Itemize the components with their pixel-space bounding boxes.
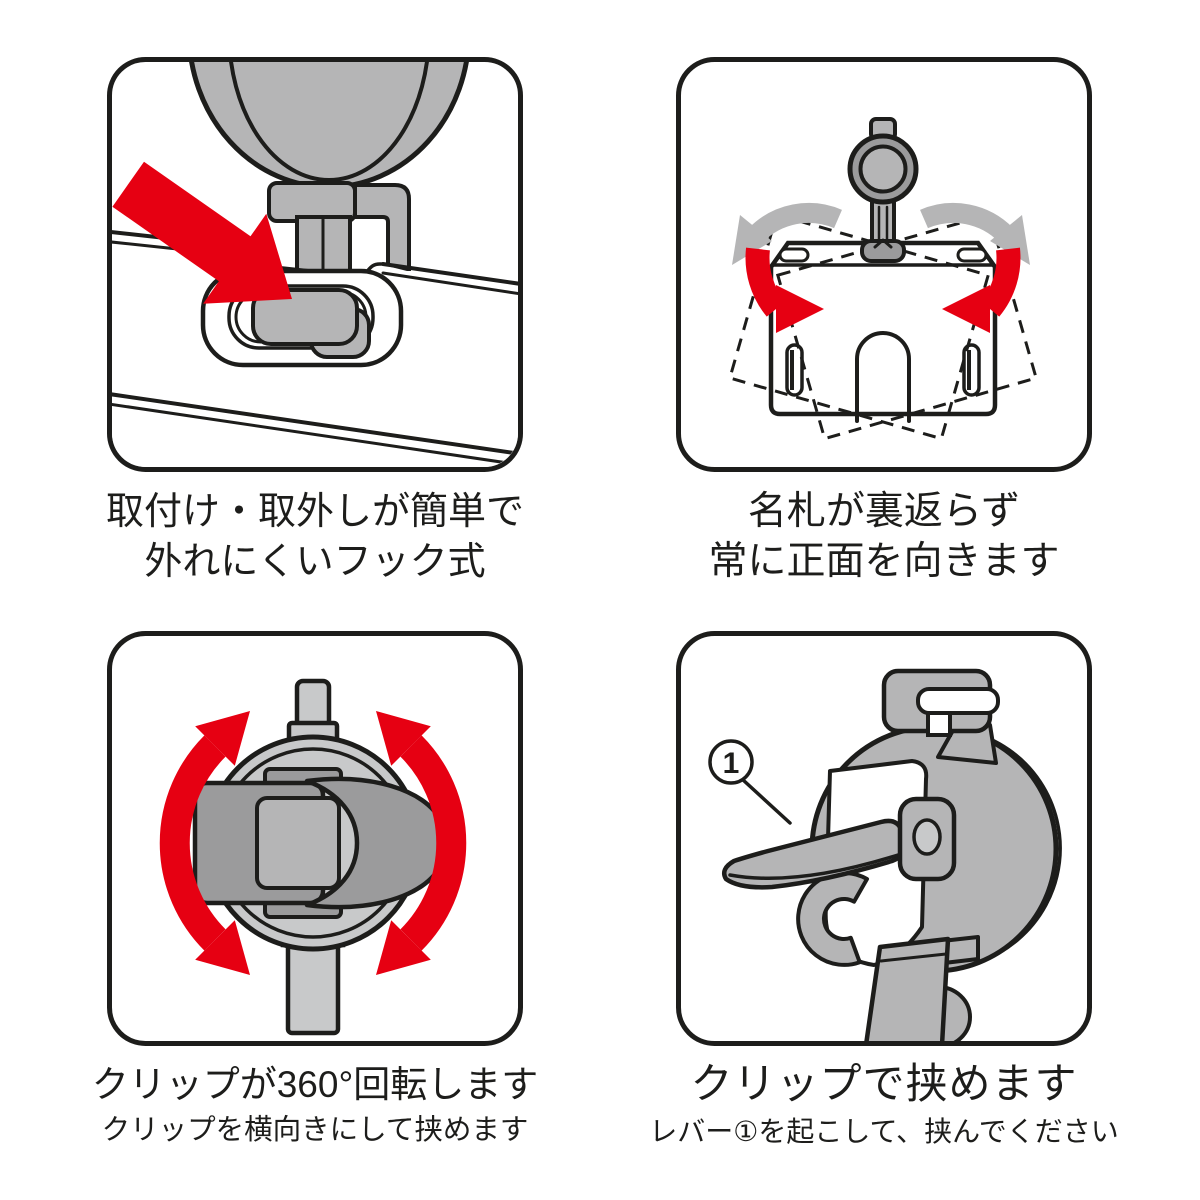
clip-top-view-icon [192,767,448,919]
red-return-arrows [745,247,1021,333]
swivel-button-icon [847,117,919,263]
lever-icon [722,796,957,890]
panel-hook-illustration [107,57,523,472]
caption-line: 名札が裏返らず [747,490,1021,533]
red-360-arrows [159,711,467,975]
caption-line: クリップが360°回転します [91,1064,539,1105]
caption-line: クリップで挟めます [690,1060,1078,1107]
panel-rotate-illustration [107,631,523,1046]
caption-line: レバー①を起こして、挟んでください [649,1116,1119,1147]
caption-line: 常に正面を向きます [708,540,1060,583]
caption-front-facing: 名札が裏返らず 常に正面を向きます [634,487,1134,587]
panel-clip-illustration: 1 [676,631,1092,1046]
callout-circle [708,739,754,785]
panel-front-facing-illustration [676,57,1092,472]
caption-rotate: クリップが360°回転します クリップを横向きにして挟めます [65,1060,565,1151]
badge-card-icon [768,240,998,423]
hook-mechanism-icon [267,181,411,273]
strap-icon [863,936,951,1041]
caption-line: クリップを横向きにして挟めます [101,1114,529,1146]
red-arrow-icon [112,161,293,304]
caption-line: 取付け・取外しが簡単で [105,491,524,533]
caption-hook: 取付け・取外しが簡単で 外れにくいフック式 [65,487,565,587]
caption-line: 外れにくいフック式 [144,541,486,583]
callout-number: 1 [723,747,740,780]
caption-clip: クリップで挟めます レバー①を起こして、挟んでください [634,1056,1134,1152]
slot-icon [200,268,404,368]
callout-1: 1 [708,739,792,825]
